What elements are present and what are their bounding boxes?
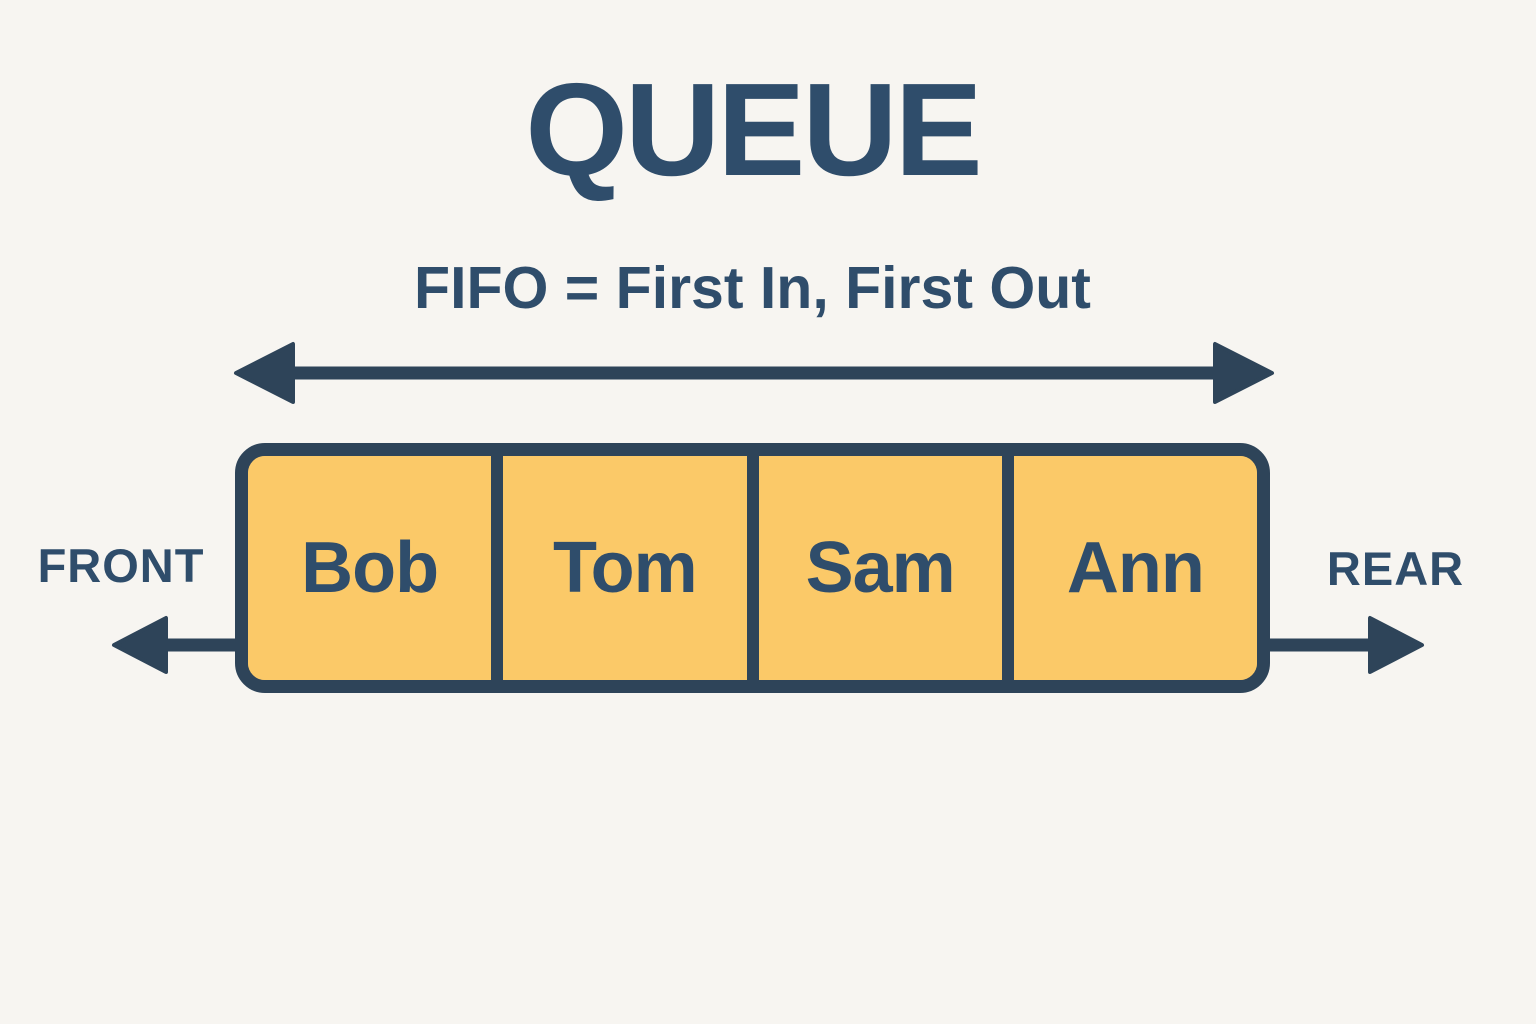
queue-cell-rear: Ann xyxy=(1001,456,1257,680)
queue-item-label: Bob xyxy=(301,528,439,608)
queue-cell: Sam xyxy=(746,456,1002,680)
rear-label: REAR xyxy=(1326,542,1465,595)
queue-item-label: Tom xyxy=(553,528,698,608)
queue-cell: Tom xyxy=(491,456,747,680)
queue-cell-front: Bob xyxy=(248,456,492,680)
queue-item-label: Ann xyxy=(1066,528,1205,608)
double-headed-arrow-icon xyxy=(234,342,1274,404)
queue-box: Bob Tom Sam Ann xyxy=(235,443,1270,693)
rear-arrow-icon xyxy=(1264,616,1424,674)
front-label: FRONT xyxy=(37,539,205,592)
front-arrow-icon xyxy=(112,616,240,674)
queue-item-label: Sam xyxy=(805,528,956,608)
page-title: QUEUE xyxy=(525,56,982,203)
fifo-subtitle: FIFO = First In, First Out xyxy=(414,255,1091,321)
